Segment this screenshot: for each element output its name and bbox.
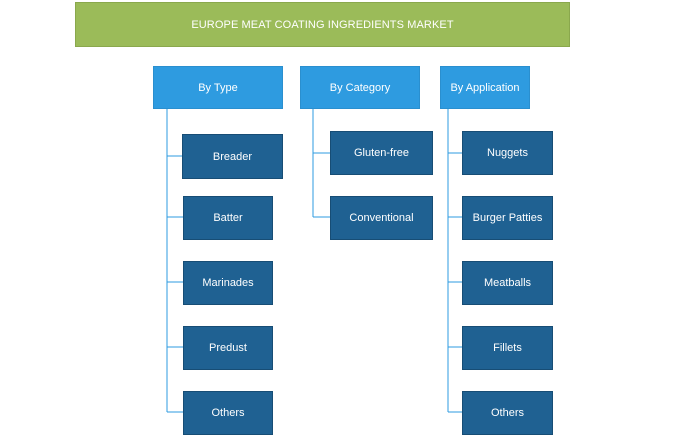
leaf-fillets: Fillets xyxy=(462,326,553,370)
leaf-burger-patties: Burger Patties xyxy=(462,196,553,240)
leaf-gluten-free: Gluten-free xyxy=(330,131,433,175)
root-box: EUROPE MEAT COATING INGREDIENTS MARKET xyxy=(75,2,570,47)
leaf-meatballs: Meatballs xyxy=(462,261,553,305)
category-by-category: By Category xyxy=(300,66,420,109)
category-by-application: By Application xyxy=(440,66,530,109)
leaf-type-others: Others xyxy=(183,391,273,435)
leaf-batter: Batter xyxy=(183,196,273,240)
leaf-nuggets: Nuggets xyxy=(462,131,553,175)
leaf-predust: Predust xyxy=(183,326,273,370)
category-by-type: By Type xyxy=(153,66,283,109)
leaf-marinades: Marinades xyxy=(183,261,273,305)
leaf-application-others: Others xyxy=(462,391,553,435)
leaf-breader: Breader xyxy=(182,134,283,179)
leaf-conventional: Conventional xyxy=(330,196,433,240)
